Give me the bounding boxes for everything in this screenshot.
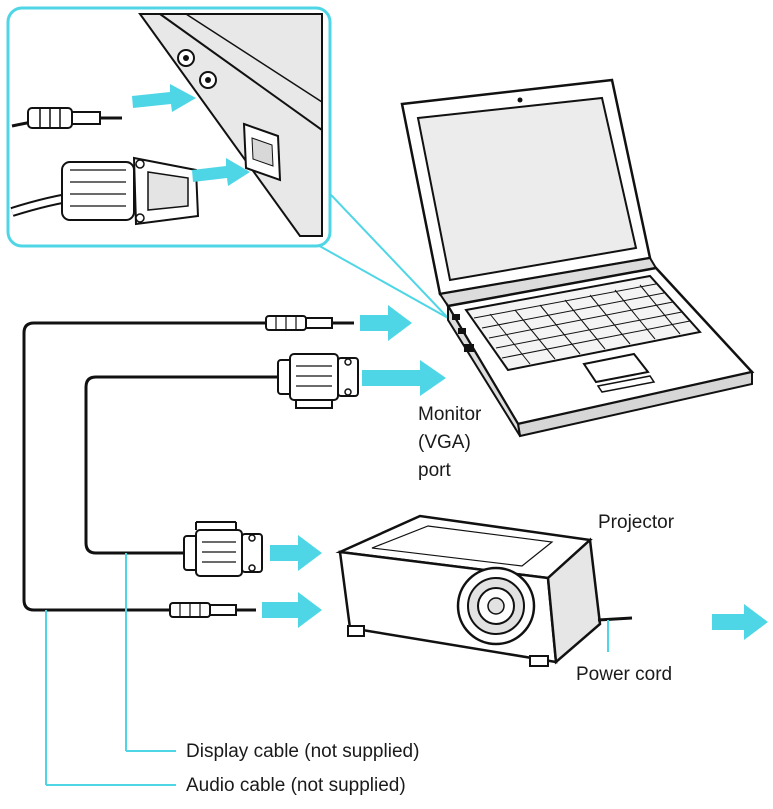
- arrow-power-icon: [712, 604, 768, 640]
- monitor-port-label-line1: Monitor: [418, 404, 482, 425]
- vga-connector-top-icon: [277, 353, 359, 409]
- callout-audio-cable: [45, 610, 176, 786]
- display-cable: [84, 375, 282, 555]
- inset-vga-connector-icon: [10, 156, 200, 226]
- callout-display-cable: [125, 553, 176, 752]
- power-cord-label: Power cord: [576, 664, 672, 685]
- inset-audio-plug-icon: [11, 107, 122, 129]
- arrow-audio-to-projector-icon: [262, 592, 322, 628]
- audio-plug-top-icon: [265, 315, 354, 331]
- monitor-port-label-line2: (VGA): [418, 432, 471, 453]
- arrow-vga-to-projector-icon: [270, 535, 322, 571]
- projector-icon: [335, 514, 602, 667]
- inset-arrow-vga-icon: [192, 158, 250, 186]
- laptop-icon: [400, 78, 755, 438]
- projector-label: Projector: [598, 512, 675, 533]
- display-cable-label: Display cable (not supplied): [186, 741, 419, 762]
- vga-connector-bottom-icon: [183, 521, 263, 577]
- inset-arrow-audio-icon: [132, 84, 196, 112]
- audio-cable-label: Audio cable (not supplied): [186, 775, 406, 796]
- arrow-audio-to-laptop-icon: [360, 305, 412, 341]
- monitor-port-label-line3: port: [418, 460, 451, 481]
- audio-cable: [22, 321, 268, 612]
- power-cord: [597, 616, 633, 652]
- audio-plug-bottom-icon: [169, 602, 256, 618]
- inset-port-closeup: [6, 6, 449, 319]
- arrow-vga-to-laptop-icon: [362, 360, 446, 396]
